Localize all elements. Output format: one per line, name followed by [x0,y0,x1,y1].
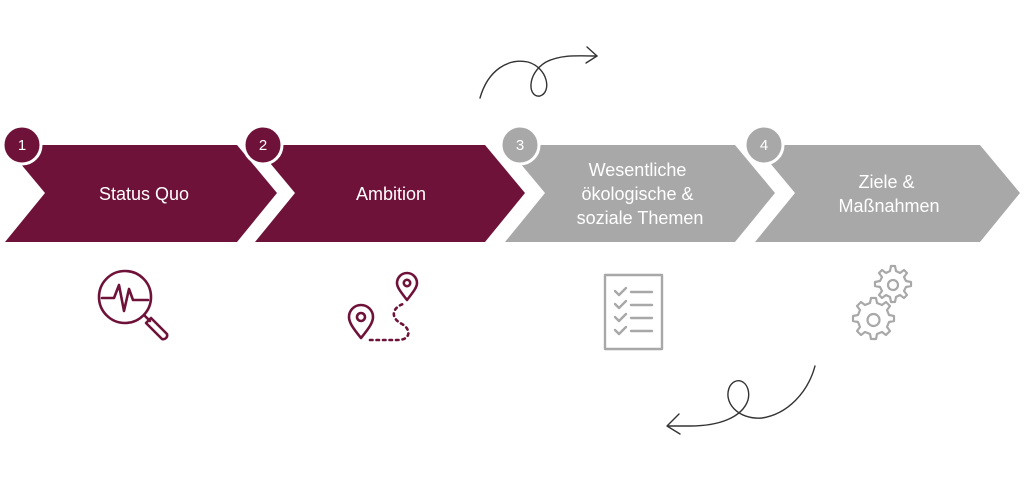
step-3-chevron [505,145,775,242]
step-2-chevron [255,145,525,242]
step-4-chevron [755,145,1020,242]
magnifier-pulse-icon [97,269,169,341]
svg-text:1: 1 [18,137,26,154]
gears-icon [851,264,913,341]
step-4-shape [755,145,1020,242]
svg-text:3: 3 [516,137,524,154]
checklist-icon [603,273,664,351]
step-4-badge: 4 [743,124,785,166]
step-3-label: Wesentliche ökologische & soziale Themen [577,160,704,228]
step-1-shape [5,145,277,242]
step-2-shape [255,145,525,242]
top-loop-arrow [479,46,598,99]
step-2-badge: 2 [242,124,284,166]
route-pins-icon [347,271,419,342]
svg-text:2: 2 [259,137,267,154]
step-1-chevron [5,145,277,242]
step-3-shape [505,145,775,242]
step-2-label: Ambition [356,184,426,204]
step-1-label: Status Quo [99,184,189,204]
bottom-loop-arrow [666,365,816,435]
step-4-label: Ziele & Maßnahmen [838,172,939,216]
step-3-badge: 3 [499,124,541,166]
step-1-badge: 1 [1,124,43,166]
svg-text:4: 4 [760,137,768,154]
